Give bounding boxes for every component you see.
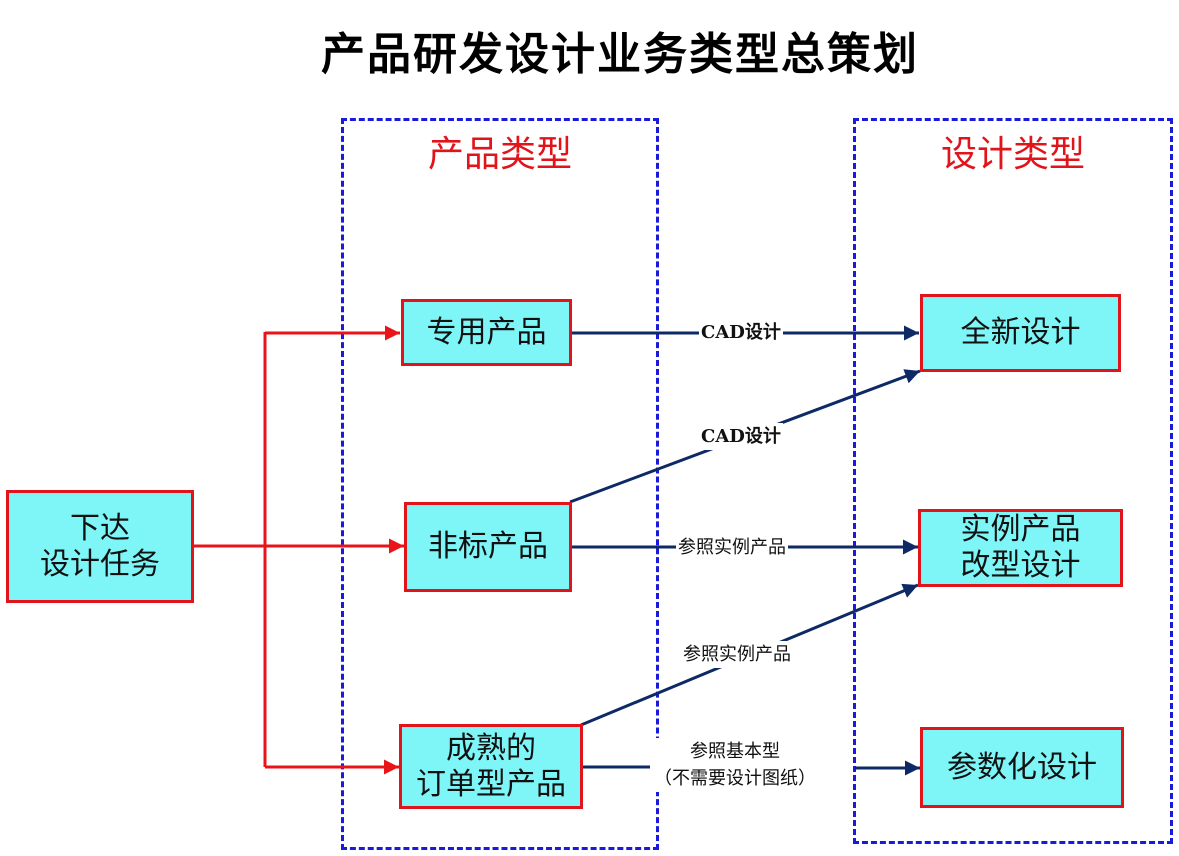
edge-label-reference-base: 参照基本型 （不需要设计图纸） [652, 738, 818, 792]
page-title: 产品研发设计业务类型总策划 [321, 29, 919, 80]
edge-label-reference-instance-2: 参照实例产品 [681, 641, 793, 668]
group-design-types: 设计类型 [853, 118, 1173, 844]
node-dedicated-product: 专用产品 [401, 299, 572, 366]
node-mature-order-product: 成熟的 订单型产品 [399, 724, 583, 809]
group-product-types: 产品类型 [341, 118, 659, 850]
node-issue-task: 下达 设计任务 [6, 490, 194, 603]
edge-label-reference-instance-1: 参照实例产品 [676, 534, 788, 561]
group-label-design-types: 设计类型 [940, 134, 1085, 175]
node-instance-modification: 实例产品 改型设计 [918, 509, 1123, 587]
node-nonstandard-product: 非标产品 [404, 502, 572, 592]
group-label-product-types: 产品类型 [427, 134, 572, 175]
node-parametric-design: 参数化设计 [920, 727, 1124, 808]
node-new-design: 全新设计 [920, 294, 1121, 372]
edge-label-cad-2: CAD设计 [699, 423, 783, 450]
edge-label-cad-1: CAD设计 [699, 319, 783, 346]
